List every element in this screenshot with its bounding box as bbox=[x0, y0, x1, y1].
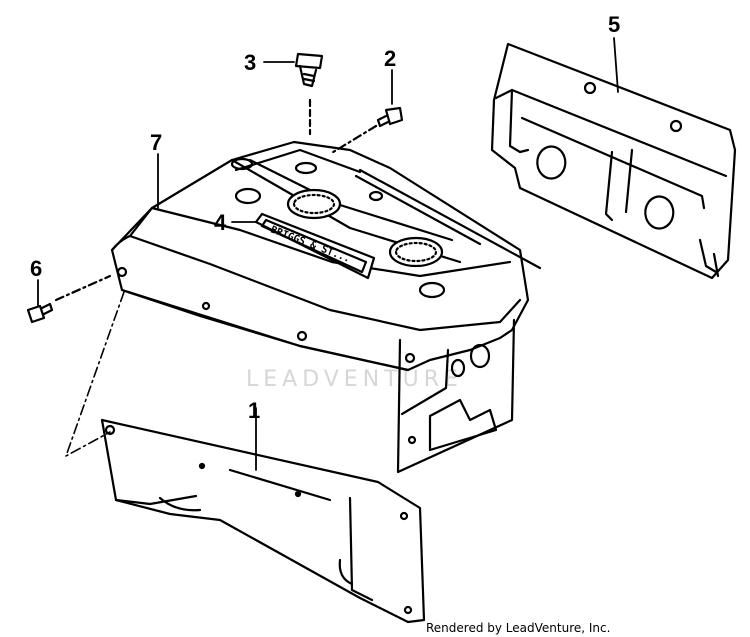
watermark-text: LEADVENTURE bbox=[246, 367, 463, 392]
callout-numbers: 1 2 3 4 5 6 7 bbox=[30, 12, 620, 423]
leadventure-watermark: LEADVENTURE bbox=[246, 278, 463, 392]
callout-1: 1 bbox=[248, 398, 260, 423]
callout-2: 2 bbox=[384, 46, 396, 71]
callout-4: 4 bbox=[214, 210, 227, 235]
leader-lines bbox=[37, 37, 619, 471]
part-3-bolt bbox=[294, 52, 324, 136]
part-2-small-bolt bbox=[328, 106, 404, 156]
callout-3: 3 bbox=[244, 50, 256, 75]
part-1-lower-shroud bbox=[100, 418, 426, 624]
callout-5: 5 bbox=[608, 12, 620, 37]
part-4-nameplate bbox=[254, 212, 376, 280]
part-5-rear-plate bbox=[490, 42, 737, 280]
render-credit: Rendered by LeadVenture, Inc. bbox=[426, 621, 611, 635]
callout-7: 7 bbox=[150, 130, 162, 155]
phantom-alignment-line bbox=[65, 291, 125, 457]
callout-6: 6 bbox=[30, 256, 42, 281]
part-7-blower-housing bbox=[110, 140, 542, 474]
part-6-screw bbox=[26, 274, 112, 324]
